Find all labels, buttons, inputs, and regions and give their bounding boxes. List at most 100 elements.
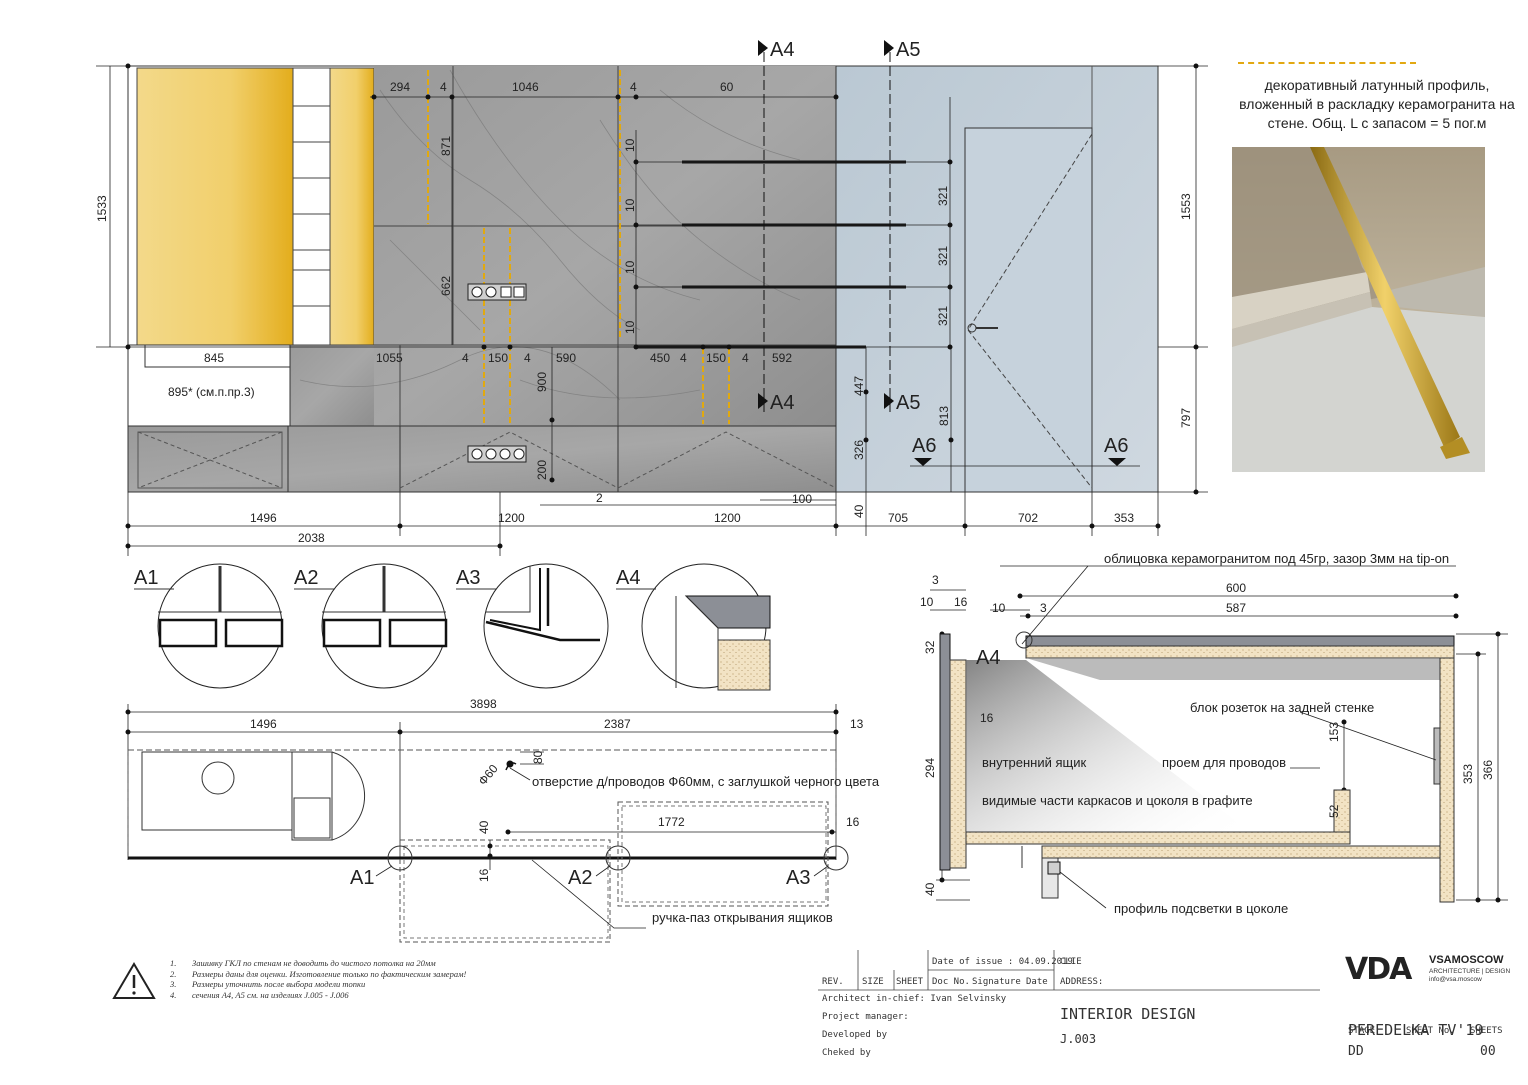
dim-845: 845 bbox=[204, 351, 224, 365]
svg-text:4: 4 bbox=[462, 351, 469, 365]
svg-text:321: 321 bbox=[936, 306, 950, 326]
svg-text:Project manager:: Project manager: bbox=[822, 1012, 909, 1022]
socket-block-top bbox=[467, 283, 527, 301]
svg-text:3: 3 bbox=[932, 573, 939, 587]
socket-block-bottom bbox=[467, 445, 527, 463]
warning-icon bbox=[112, 962, 156, 999]
svg-text:150: 150 bbox=[706, 351, 726, 365]
graphite-note: видимые части каркасов и цоколя в графит… bbox=[982, 793, 1253, 808]
detail-label-a3: A3 bbox=[456, 567, 480, 589]
plan-view bbox=[125, 704, 849, 943]
svg-text:40: 40 bbox=[477, 820, 491, 834]
svg-text:16: 16 bbox=[954, 595, 968, 609]
svg-text:705: 705 bbox=[888, 511, 908, 525]
title-block: Date of issue : 04.09.2019 CLIE REV. SIZ… bbox=[818, 950, 1483, 1058]
detail-a3 bbox=[483, 563, 609, 689]
svg-text:Date: Date bbox=[1026, 977, 1048, 987]
svg-text:100: 100 bbox=[792, 492, 812, 506]
svg-text:150: 150 bbox=[488, 351, 508, 365]
section-callout-a4: A4 bbox=[976, 647, 1000, 669]
svg-text:40: 40 bbox=[852, 504, 866, 518]
svg-text:80: 80 bbox=[531, 750, 545, 764]
svg-text:1772: 1772 bbox=[658, 815, 685, 829]
general-notes: 1.Зашивку ГКЛ по стенам не доводить до ч… bbox=[170, 958, 610, 1000]
svg-text:1200: 1200 bbox=[498, 511, 525, 525]
stage-value: DD bbox=[1348, 1044, 1364, 1059]
section-mark-a6-left: A6 bbox=[912, 435, 936, 457]
dim-4a: 4 bbox=[440, 80, 447, 94]
section-mark-a4-bottom: A4 bbox=[770, 392, 794, 414]
section-mark-a6-right: A6 bbox=[1104, 435, 1128, 457]
profile-caption: декоративный латунный профиль, вложенный… bbox=[1239, 77, 1515, 131]
svg-text:Signature: Signature bbox=[972, 977, 1021, 987]
svg-text:2: 2 bbox=[596, 491, 603, 505]
elevation-dimension-labels: A4 A5 A4 A5 A6 A6 294 4 1046 4 60 871 66… bbox=[95, 39, 1193, 545]
note-895: 895* (см.п.пр.3) bbox=[168, 385, 255, 399]
svg-text:366: 366 bbox=[1481, 760, 1495, 780]
dim-1553: 1553 bbox=[1179, 193, 1193, 220]
sheets-label: SHEETS bbox=[1470, 1026, 1503, 1036]
svg-text:321: 321 bbox=[936, 186, 950, 206]
svg-text:32: 32 bbox=[923, 640, 937, 654]
svg-text:10: 10 bbox=[920, 595, 934, 609]
note-item: 2.Размеры даны для оценки. Изготовление … bbox=[170, 968, 467, 979]
dim-2038: 2038 bbox=[298, 531, 325, 545]
svg-text:10: 10 bbox=[623, 260, 637, 274]
discipline-title: INTERIOR DESIGN bbox=[1060, 1005, 1195, 1023]
detail-a2 bbox=[321, 563, 448, 689]
sheet-no-label: SHEET No. bbox=[1406, 1026, 1455, 1036]
hole-note: отверстие д/проводов Ф60мм, с заглушкой … bbox=[532, 774, 880, 789]
svg-text:4: 4 bbox=[680, 351, 687, 365]
dim-3898: 3898 bbox=[470, 697, 497, 711]
svg-text:1496: 1496 bbox=[250, 717, 277, 731]
svg-text:353: 353 bbox=[1461, 764, 1475, 784]
detail-circles: A1 A2 A3 A4 bbox=[134, 563, 771, 691]
dim-1533: 1533 bbox=[95, 195, 109, 222]
light-profile-note: профиль подсветки в цоколе bbox=[1114, 901, 1288, 916]
brass-profile-photo bbox=[1232, 147, 1485, 472]
logo-mark: VDA bbox=[1345, 952, 1412, 987]
section-labels: облицовка керамогранитом под 45гр, зазор… bbox=[920, 551, 1495, 916]
section-mark-a4-top: A4 bbox=[770, 39, 794, 61]
detail-a1 bbox=[157, 563, 284, 689]
inner-drawer-note: внутренний ящик bbox=[982, 755, 1086, 770]
gold-panel bbox=[137, 68, 293, 345]
svg-text:294: 294 bbox=[923, 758, 937, 778]
detail-label-a2: A2 bbox=[294, 567, 318, 589]
svg-text:1055: 1055 bbox=[376, 351, 403, 365]
dim-662: 662 bbox=[439, 276, 453, 296]
shelf-unit bbox=[292, 67, 331, 346]
svg-text:40: 40 bbox=[923, 882, 937, 896]
svg-text:2387: 2387 bbox=[604, 717, 631, 731]
svg-text:4: 4 bbox=[742, 351, 749, 365]
svg-text:10: 10 bbox=[623, 138, 637, 152]
drawer-section bbox=[930, 565, 1508, 909]
svg-text:590: 590 bbox=[556, 351, 576, 365]
countertop-stone bbox=[1025, 635, 1455, 647]
detail-label-a1: A1 bbox=[134, 567, 158, 589]
dim-587: 587 bbox=[1226, 601, 1246, 615]
svg-text:16: 16 bbox=[980, 711, 994, 725]
project-name: PEREDELKA TV'19 bbox=[1348, 1021, 1483, 1039]
svg-text:3: 3 bbox=[1040, 601, 1047, 615]
svg-text:592: 592 bbox=[772, 351, 792, 365]
logo-firm: VSAMOSCOW bbox=[1429, 954, 1504, 966]
dim-600: 600 bbox=[1226, 581, 1246, 595]
plan-callout-a2: A2 bbox=[568, 867, 592, 889]
svg-text:321: 321 bbox=[936, 246, 950, 266]
gold-edge-panel bbox=[329, 67, 375, 346]
svg-text:52: 52 bbox=[1327, 804, 1341, 818]
dim-4b: 4 bbox=[630, 80, 637, 94]
brass-profile-legend-line bbox=[1238, 62, 1416, 64]
dim-871: 871 bbox=[439, 136, 453, 156]
svg-text:Architect in-chief: Ivan Selvi: Architect in-chief: Ivan Selvinsky bbox=[822, 994, 1007, 1004]
svg-text:326: 326 bbox=[852, 440, 866, 460]
note-item: 1.Зашивку ГКЛ по стенам не доводить до ч… bbox=[170, 958, 436, 968]
svg-text:ADDRESS:: ADDRESS: bbox=[1060, 977, 1103, 987]
svg-text:Doc No.: Doc No. bbox=[932, 977, 970, 987]
svg-text:13: 13 bbox=[850, 717, 864, 731]
svg-text:SIZE: SIZE bbox=[862, 977, 884, 987]
date-of-issue: Date of issue : 04.09.2019 bbox=[932, 957, 1073, 967]
